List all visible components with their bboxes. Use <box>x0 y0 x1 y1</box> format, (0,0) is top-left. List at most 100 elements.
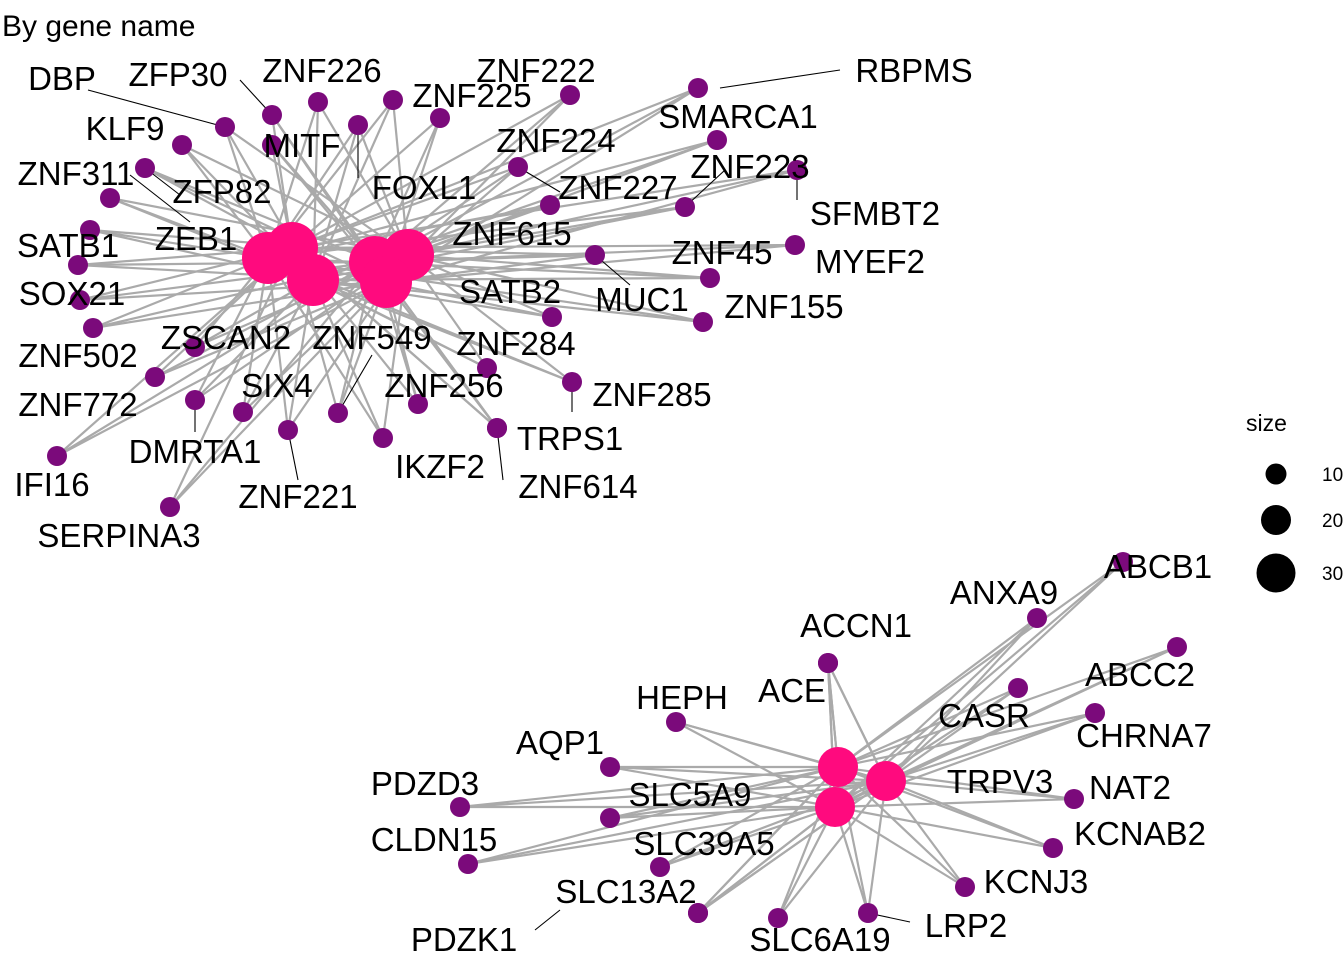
gene-node-znf285 <box>562 372 582 392</box>
category-node <box>866 761 906 801</box>
gene-node-foxl1 <box>348 115 368 135</box>
gene-label-znf45: ZNF45 <box>672 234 773 271</box>
gene-label-znf226: ZNF226 <box>262 52 381 89</box>
edge <box>56 247 293 457</box>
edge <box>291 165 519 250</box>
gene-node-nat2 <box>1064 789 1084 809</box>
gene-node-dmrta1 <box>185 390 205 410</box>
gene-node-znf45 <box>700 268 720 288</box>
edge <box>169 261 376 508</box>
gene-node-znf614 <box>487 418 507 438</box>
edge <box>885 779 1054 850</box>
edge <box>609 765 839 820</box>
gene-label-foxl1: FOXL1 <box>372 169 477 206</box>
gene-node-slc39a5 <box>650 857 670 877</box>
gene-node-pdzd3 <box>450 797 470 817</box>
edge <box>169 247 293 508</box>
gene-node-serpina3 <box>160 497 180 517</box>
gene-node-zscan2 <box>185 337 205 357</box>
gene-node-casr <box>1008 678 1028 698</box>
gene-label-dbp: DBP <box>28 60 96 97</box>
edge <box>777 806 836 919</box>
legend-title: size <box>1246 410 1287 436</box>
edge <box>885 779 1075 801</box>
edge <box>827 662 887 782</box>
edge <box>834 797 1075 809</box>
category-node <box>360 256 412 308</box>
gene-node-znf224 <box>430 108 450 128</box>
gene-label-zfp82: ZFP82 <box>172 173 271 210</box>
edge <box>169 281 387 508</box>
gene-label-abcb1: ABCB1 <box>1104 548 1212 585</box>
gene-label-trps1: TRPS1 <box>517 420 623 457</box>
gene-label-pdzd3: PDZD3 <box>371 765 479 802</box>
gene-label-slc39a5: SLC39A5 <box>633 825 774 862</box>
edge <box>374 87 699 263</box>
label-leader-line <box>129 174 191 223</box>
gene-node-satb2 <box>542 307 562 327</box>
gene-label-znf549: ZNF549 <box>312 319 431 356</box>
gene-label-znf284: ZNF284 <box>456 325 575 362</box>
gene-label-zscan2: ZSCAN2 <box>161 319 291 356</box>
legend-size-label: 20 <box>1322 511 1343 532</box>
edge <box>837 766 966 888</box>
gene-label-znf221: ZNF221 <box>238 478 357 515</box>
category-node <box>287 254 339 306</box>
edge <box>194 279 314 401</box>
gene-label-sox21: SOX21 <box>19 275 125 312</box>
gene-node-chrna7 <box>1085 703 1105 723</box>
gene-node-ace <box>818 653 838 673</box>
gene-node-kcnab2 <box>1043 838 1063 858</box>
gene-label-kcnab2: KCNAB2 <box>1074 815 1206 852</box>
gene-node-znf223 <box>675 197 695 217</box>
gene-label-mitf: MITF <box>264 127 341 164</box>
edge <box>609 779 887 820</box>
gene-label-anxa9: ANXA9 <box>950 574 1058 611</box>
gene-label-znf614: ZNF614 <box>518 468 637 505</box>
gene-label-znf502: ZNF502 <box>18 337 137 374</box>
gene-node-kcnj3 <box>955 877 975 897</box>
gene-node-znf311 <box>100 188 120 208</box>
edge <box>777 780 887 919</box>
gene-label-znf285: ZNF285 <box>592 376 711 413</box>
edge <box>659 766 839 868</box>
gene-label-znf227: ZNF227 <box>558 169 677 206</box>
edge <box>407 253 553 319</box>
edge <box>267 256 704 324</box>
edge <box>385 168 798 284</box>
edge <box>885 711 1096 783</box>
gene-node-zfp82 <box>135 158 155 178</box>
gene-node-lrp2 <box>858 903 878 923</box>
gene-node-dbp <box>215 117 235 137</box>
gene-label-rbpms: RBPMS <box>855 52 972 89</box>
gene-label-muc1: MUC1 <box>595 281 689 318</box>
edge <box>834 806 966 888</box>
gene-node-slc5a9 <box>600 808 620 828</box>
gene-node-znf772 <box>145 367 165 387</box>
gene-label-casr: CASR <box>938 697 1030 734</box>
gene-label-satb2: SATB2 <box>459 273 561 310</box>
edge <box>697 806 836 914</box>
legend-size-label: 30 <box>1322 564 1343 585</box>
gene-label-znf311: ZNF311 <box>18 155 135 192</box>
gene-node-anxa9 <box>1027 608 1047 628</box>
gene-label-kcnj3: KCNJ3 <box>984 863 1089 900</box>
gene-node-pdzk1 <box>688 903 708 923</box>
gene-node-myef2 <box>785 235 805 255</box>
gene-label-lrp2: LRP2 <box>925 907 1008 944</box>
edge <box>837 561 1124 768</box>
edge <box>885 561 1124 782</box>
gene-label-slc6a19: SLC6A19 <box>749 921 890 958</box>
edge <box>385 281 498 429</box>
gene-node-six4 <box>233 402 253 422</box>
gene-node-zeb1 <box>80 220 100 240</box>
label-leader-line <box>534 909 561 931</box>
edge <box>373 117 442 263</box>
gene-node-klf9 <box>172 135 192 155</box>
gene-node-ikzf2 <box>373 428 393 448</box>
gene-node-cldn15 <box>458 854 478 874</box>
edge <box>291 86 699 250</box>
gene-node-znf284 <box>477 358 497 378</box>
